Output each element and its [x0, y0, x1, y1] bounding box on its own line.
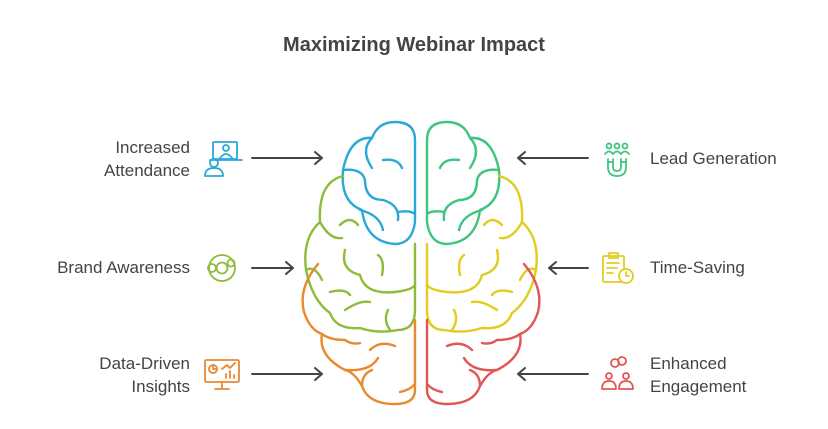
brain-region-lime — [304, 174, 417, 333]
analytics-monitor-icon — [204, 359, 240, 390]
arrow-right-brand — [251, 261, 294, 275]
brain-region-red — [425, 262, 541, 406]
people-chat-icon — [601, 356, 634, 390]
label-brand-awareness: Brand Awareness — [57, 258, 190, 277]
label-time-saving: Time-Saving — [650, 258, 745, 277]
arrow-left-engagement — [517, 367, 589, 381]
arrow-right-attendance — [251, 151, 323, 165]
brain-region-yellow — [425, 174, 538, 333]
brain-region-green — [425, 120, 501, 246]
page-title: Maximizing Webinar Impact — [283, 34, 545, 56]
arrow-left-time — [548, 261, 589, 275]
brain-left-hemisphere — [301, 120, 417, 406]
label-line: Insights — [131, 377, 190, 396]
label-line: Enhanced — [650, 354, 727, 373]
label-line: Increased — [115, 138, 190, 157]
magnet-people-icon — [604, 142, 630, 177]
label-lead-generation: Lead Generation — [650, 149, 777, 168]
arrows — [251, 151, 589, 381]
label-line: Attendance — [103, 161, 190, 180]
arrow-left-lead — [517, 151, 589, 165]
webinar-presenter-icon — [204, 141, 243, 177]
brain-right-hemisphere — [425, 120, 541, 406]
arrow-right-data — [251, 367, 323, 381]
donut-ring-icon — [207, 254, 236, 282]
brain-region-orange — [301, 262, 417, 406]
label-line: Data-Driven — [99, 354, 190, 373]
brain-region-blue — [341, 120, 417, 246]
label-line: Engagement — [650, 377, 747, 396]
clipboard-clock-icon — [602, 252, 634, 284]
